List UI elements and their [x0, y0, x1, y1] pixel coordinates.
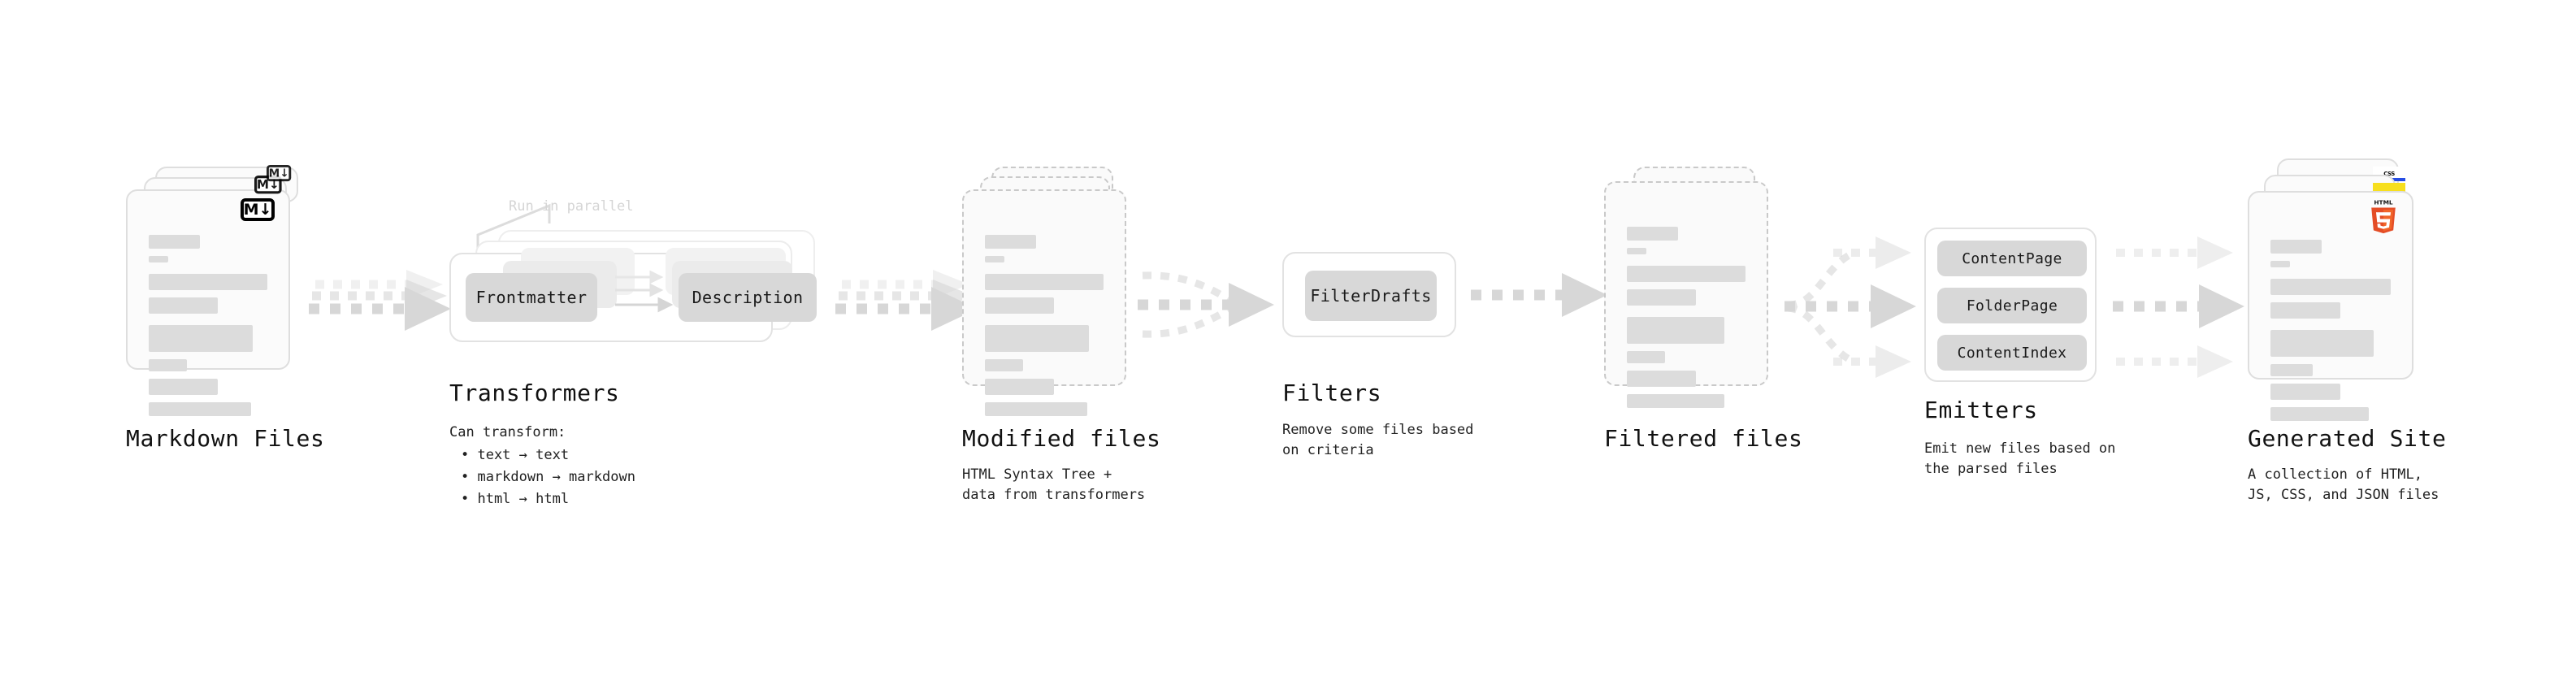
stage-title-markdown-files: Markdown Files: [126, 425, 325, 452]
stage-title-generated-site: Generated Site: [2248, 425, 2447, 452]
svg-text:HTML: HTML: [2374, 198, 2393, 206]
stage-title-filters: Filters: [1282, 380, 1382, 406]
transformer-inner-arrows: [615, 270, 674, 313]
filters-pill-filterdrafts[interactable]: FilterDrafts: [1305, 271, 1437, 321]
run-in-parallel-label: Run in parallel: [509, 198, 634, 215]
stage-title-modified-files: Modified files: [962, 425, 1161, 452]
markdown-file-sheet-front: [126, 189, 290, 416]
transformers-bullet-1: • text → text: [461, 447, 570, 463]
arrow-transformers-to-modified: [835, 270, 978, 331]
emitters-pill-contentindex-label: ContentIndex: [1957, 344, 2067, 362]
transformers-bullet-3: • html → html: [461, 491, 570, 507]
arrow-emitters-to-site: [2113, 236, 2244, 378]
run-in-parallel-brace: [476, 203, 551, 251]
arrow-markdown-to-transformers: [309, 270, 451, 331]
arrow-filtered-to-emitters: [1785, 236, 1916, 378]
html5-icon: HTML: [2371, 198, 2396, 234]
markdown-icon-back-glyph: M↓: [268, 166, 289, 180]
emitters-group-box: ContentPage FolderPage ContentIndex: [1924, 228, 2097, 382]
emitters-pill-folderpage-label: FolderPage: [1966, 297, 2058, 314]
transformers-bullet-2: • markdown → markdown: [461, 469, 635, 485]
transformer-pill-frontmatter-label: Frontmatter: [475, 288, 588, 307]
filtered-files-stack: [1604, 167, 1791, 408]
markdown-icon-back: M↓: [267, 165, 292, 182]
markdown-placeholder-lines: [149, 235, 267, 423]
transformer-pill-frontmatter[interactable]: Frontmatter: [466, 273, 597, 322]
arrow-modified-to-filters: [1138, 271, 1274, 338]
css3-icon-label: CSS: [2383, 171, 2395, 177]
markdown-icon: M↓: [241, 198, 275, 221]
emitters-pill-contentindex[interactable]: ContentIndex: [1937, 335, 2087, 371]
markdown-icon-arrow: ↓: [258, 200, 272, 219]
filters-pill-filterdrafts-label: FilterDrafts: [1310, 286, 1432, 306]
modified-files-subtitle: HTML Syntax Tree + data from transformer…: [962, 466, 1146, 503]
transformers-subtitle-head: Can transform:: [449, 424, 566, 440]
markdown-icon-letter: M: [243, 200, 259, 219]
site-placeholder-lines: [2270, 240, 2391, 428]
stage-title-filtered-files: Filtered files: [1604, 425, 1803, 452]
filters-group-box: FilterDrafts: [1282, 252, 1456, 337]
modified-file-sheet-front: [962, 189, 1126, 416]
arrow-filters-to-filtered: [1471, 273, 1607, 317]
markdown-files-stack: M↓ M↓ M↓: [126, 165, 313, 416]
site-file-sheet-html: [2248, 191, 2413, 421]
emitters-pill-folderpage[interactable]: FolderPage: [1937, 288, 2087, 323]
stage-title-emitters: Emitters: [1924, 397, 2038, 423]
filtered-placeholder-lines: [1627, 227, 1746, 415]
transformers-group: Frontmatter Description: [449, 230, 823, 352]
emitters-pill-contentpage[interactable]: ContentPage: [1937, 241, 2087, 276]
generated-site-stack: CSS HTML: [2248, 158, 2443, 421]
generated-site-subtitle: A collection of HTML, JS, CSS, and JSON …: [2248, 466, 2439, 503]
modified-files-stack: [962, 167, 1149, 416]
filtered-file-sheet-front: [1604, 181, 1768, 408]
emitters-subtitle: Emit new files based on the parsed files: [1924, 440, 2116, 477]
transformer-pill-description-label: Description: [692, 288, 804, 307]
modified-placeholder-lines: [985, 235, 1104, 423]
transformer-pill-description[interactable]: Description: [679, 273, 817, 322]
stage-title-transformers: Transformers: [449, 380, 620, 406]
emitters-pill-contentpage-label: ContentPage: [1962, 249, 2062, 267]
filters-subtitle: Remove some files based on criteria: [1282, 422, 1474, 458]
